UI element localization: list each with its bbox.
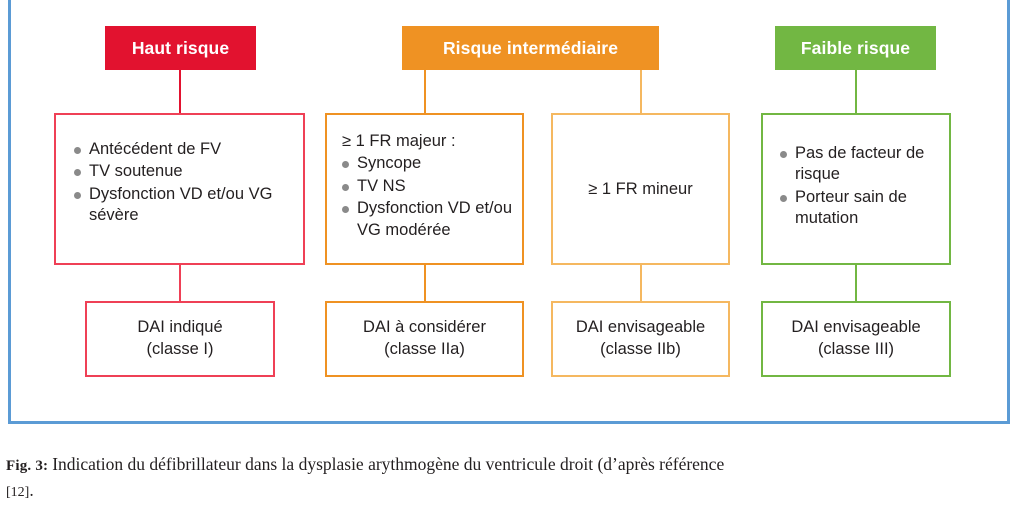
figure-caption-end: . — [29, 479, 34, 500]
criteria-list-intermediate-major: Syncope TV NS Dysfonction VD et/ou VG mo… — [342, 153, 522, 241]
outcome-box-intermediate-minor: DAI envisageable (classe IIb) — [551, 301, 730, 377]
criteria-lead-intermediate-minor: ≥ 1 FR mineur — [588, 179, 693, 198]
outcome-line-2: (classe IIa) — [384, 340, 465, 358]
criteria-box-intermediate-minor: ≥ 1 FR mineur — [551, 113, 730, 265]
header-high-risk-label: Haut risque — [131, 37, 230, 58]
criteria-lead-intermediate-major: ≥ 1 FR majeur : — [342, 132, 456, 150]
connector-high-criteria-to-outcome — [179, 265, 181, 301]
outcome-line-1: DAI à considérer — [363, 318, 486, 337]
outcome-line-1: DAI indiqué — [137, 318, 223, 337]
outcome-box-low-risk: DAI envisageable (classe III) — [761, 301, 951, 377]
outcome-box-intermediate-major: DAI à considérer (classe IIa) — [325, 301, 524, 377]
header-high-risk: Haut risque — [105, 26, 256, 70]
risk-stratification-flowchart: Haut risque Antécédent de FV TV soutenue… — [54, 26, 951, 377]
header-low-risk-label: Faible risque — [800, 37, 911, 58]
figure-caption-reference: [12] — [6, 484, 30, 500]
header-low-risk: Faible risque — [775, 26, 936, 70]
figure-caption-separator: : — [43, 458, 49, 474]
list-item: Dysfonction VD et/ou VG modérée — [342, 198, 525, 241]
criteria-box-intermediate-major: ≥ 1 FR majeur : Syncope TV NS Dysfonctio… — [325, 113, 524, 265]
outcome-line-2: (classe I) — [146, 340, 214, 358]
connector-low-criteria-to-outcome — [855, 265, 857, 301]
criteria-box-high-risk: Antécédent de FV TV soutenue Dysfonction… — [54, 113, 305, 265]
outcome-line-2: (classe IIb) — [600, 340, 681, 358]
outcome-line-2: (classe III) — [817, 340, 895, 358]
figure-caption-label: Fig. 3: — [6, 458, 52, 474]
figure-caption: Fig. 3: Indication du défibrillateur dan… — [6, 452, 1016, 503]
list-item: TV soutenue — [74, 161, 303, 182]
list-item: Porteur sain de mutation — [780, 187, 935, 230]
list-item: Antécédent de FV — [74, 139, 303, 160]
header-intermediate-risk: Risque intermédiaire — [402, 26, 659, 70]
header-intermediate-risk-label: Risque intermédiaire — [442, 37, 619, 58]
criteria-box-low-risk: Pas de facteur de risque Porteur sain de… — [761, 113, 951, 265]
list-item: Pas de facteur de risque — [780, 143, 935, 186]
list-item: TV NS — [342, 176, 522, 197]
criteria-list-high-risk: Antécédent de FV TV soutenue Dysfonction… — [74, 139, 303, 227]
connector-intermediate-minor-to-outcome — [640, 265, 642, 301]
outcome-line-1: DAI envisageable — [575, 318, 706, 337]
list-item: Syncope — [342, 153, 522, 174]
connector-low-header-to-criteria — [855, 70, 857, 113]
connector-intermediate-major-to-outcome — [424, 265, 426, 301]
outcome-line-1: DAI envisageable — [791, 318, 921, 337]
outcome-box-high-risk: DAI indiqué (classe I) — [85, 301, 275, 377]
list-item: Dysfonction VD et/ou VG sévère — [74, 184, 301, 227]
criteria-list-low-risk: Pas de facteur de risque Porteur sain de… — [780, 143, 949, 230]
figure-caption-label-text: Fig. 3 — [6, 458, 44, 474]
connector-intermediate-header-to-major — [424, 70, 426, 113]
connector-high-header-to-criteria — [179, 70, 181, 113]
connector-intermediate-header-to-minor — [640, 70, 642, 113]
figure-caption-text: Indication du défibrillateur dans la dys… — [52, 454, 725, 474]
